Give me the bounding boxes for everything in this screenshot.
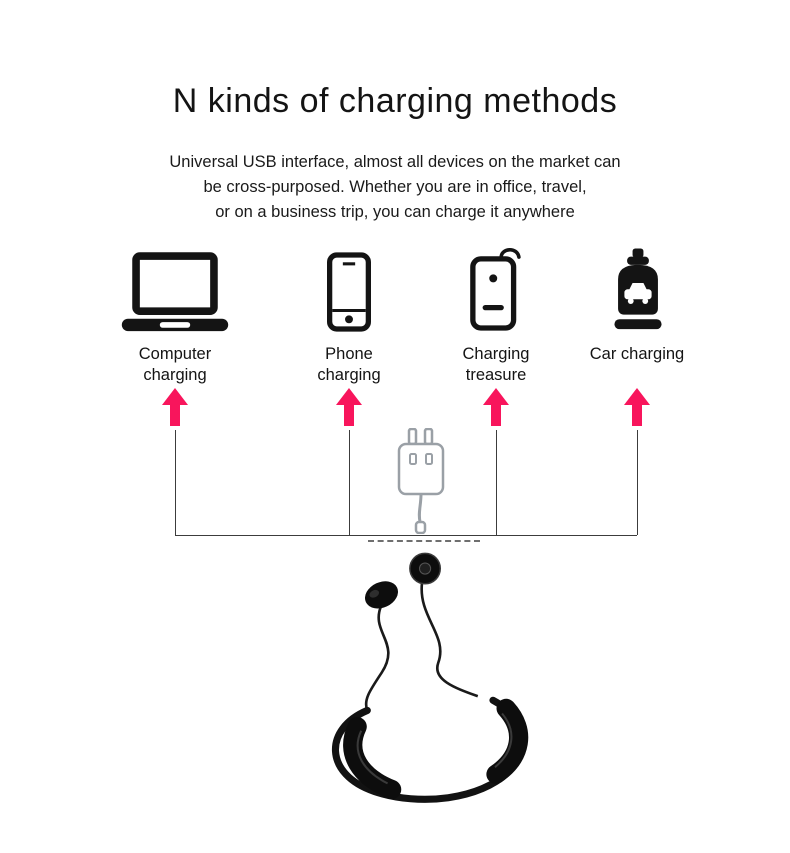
subtitle: Universal USB interface, almost all devi… [0,150,790,225]
up-arrow-icon [624,388,650,426]
power-bank-icon [464,244,526,339]
subtitle-line: Universal USB interface, almost all devi… [169,153,621,171]
method-label-charging-treasure: Charging treasure [462,345,530,384]
smartphone-icon [327,252,371,337]
earbud-left [364,581,398,609]
connector-line-vertical [637,430,638,535]
method-label-car-charging: Car charging [589,345,685,363]
up-arrow-icon [483,388,509,426]
connector-line-vertical [175,430,176,535]
usb-plug-icon [392,427,450,539]
earbud-right [409,552,442,585]
connector-line-vertical [496,430,497,535]
car-charger-icon [609,246,667,343]
laptop-icon [118,252,232,343]
up-arrow-icon [336,388,362,426]
up-arrow-icon [162,388,188,426]
page-title: N kinds of charging methods [172,82,618,120]
dashed-separator [368,540,480,542]
earphones-image [268,546,572,815]
method-label-phone: Phone charging [317,345,381,384]
method-label-computer: Computer charging [138,345,212,384]
connector-line-vertical [349,430,350,535]
connector-line-horizontal [175,535,637,536]
subtitle-line: be cross-purposed. Whether you are in of… [203,178,587,196]
subtitle-line: or on a business trip, you can charge it… [215,203,575,221]
